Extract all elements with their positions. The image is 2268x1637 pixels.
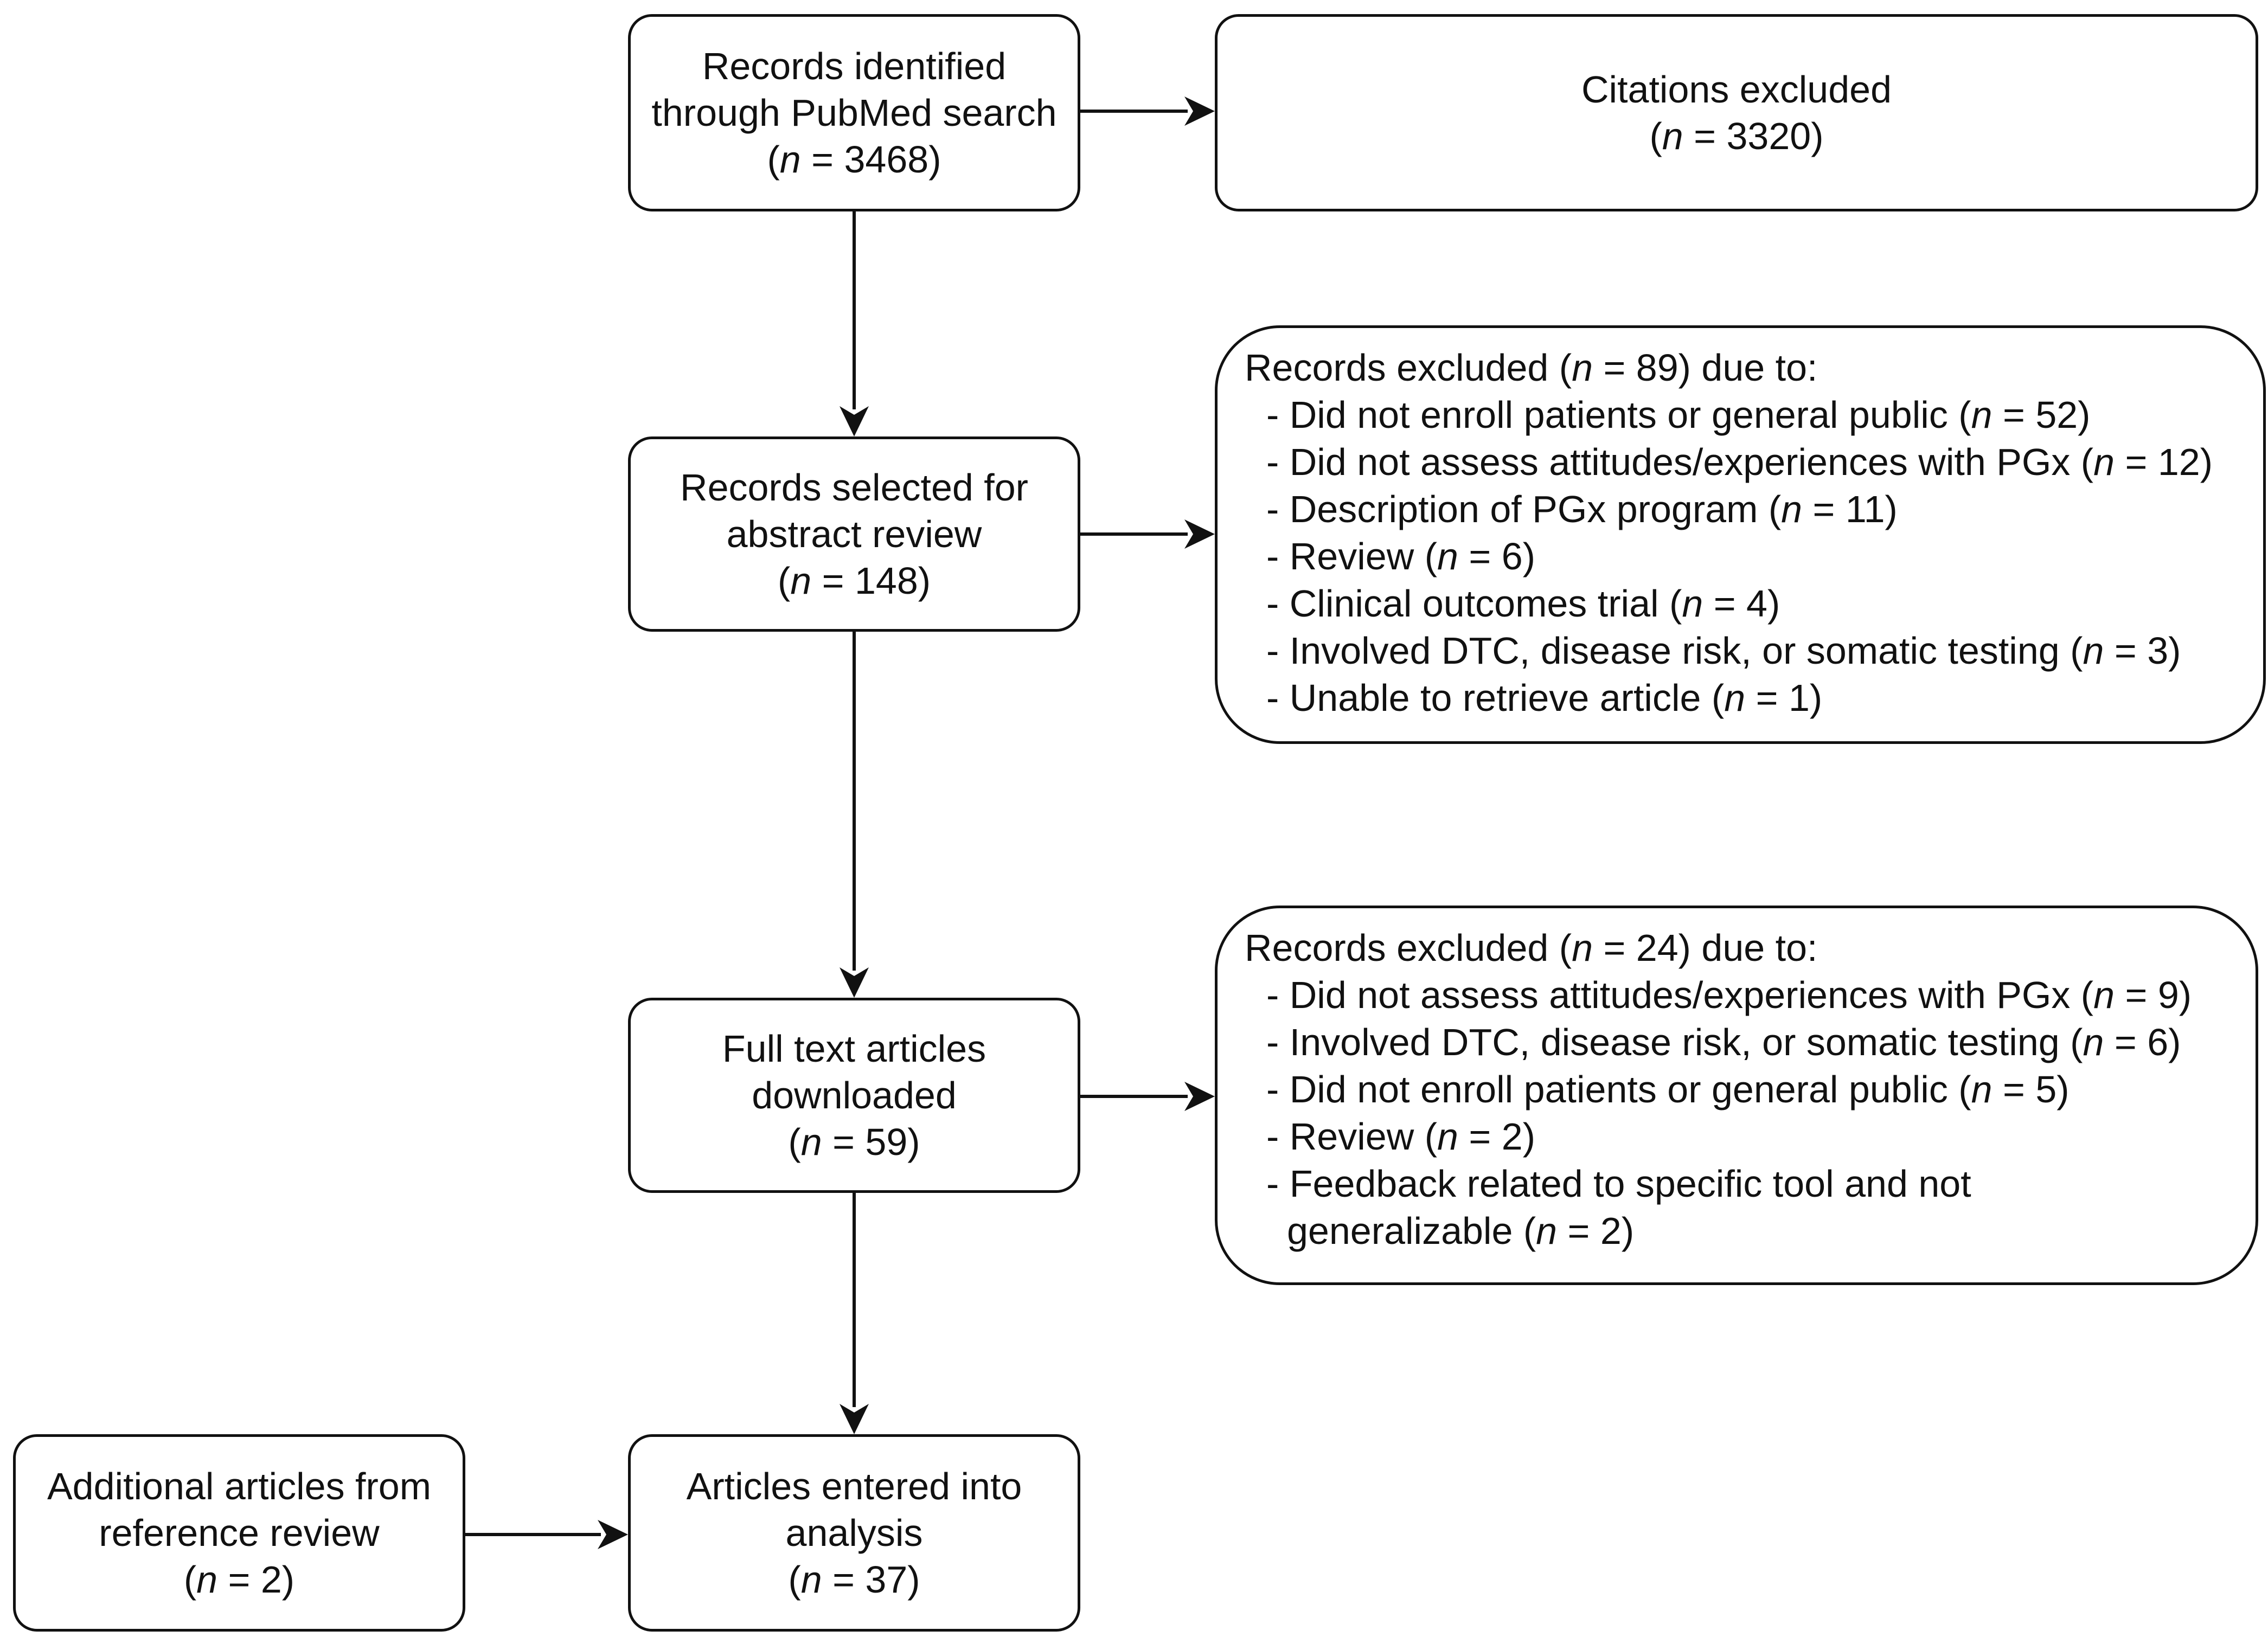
node-line: Records identified <box>702 45 1007 87</box>
excluded-list-item: - Involved DTC, disease risk, or somatic… <box>1266 1021 2181 1063</box>
excluded-list: - Did not enroll patients or general pub… <box>1245 391 2263 722</box>
excluded-list-item: - Involved DTC, disease risk, or somatic… <box>1266 630 2181 672</box>
excluded-list-item-continuation: generalizable (n = 2) <box>1287 1210 1635 1252</box>
node-count: (n = 37) <box>788 1558 920 1601</box>
node-full-text: Full text articles downloaded (n = 59) <box>628 998 1080 1193</box>
arrowhead-excluded-abstract <box>1184 519 1215 549</box>
node-line: through PubMed search <box>651 92 1057 134</box>
node-excluded-fulltext: Records excluded (n = 24) due to: - Did … <box>1215 906 2258 1285</box>
node-line: Records selected for <box>680 466 1028 509</box>
excluded-heading: Records excluded (n = 89) due to: <box>1245 346 1818 389</box>
node-line: Articles entered into <box>686 1465 1022 1507</box>
node-line: analysis <box>785 1512 923 1554</box>
node-line: abstract review <box>726 513 982 555</box>
arrowhead-full-text <box>840 967 869 998</box>
node-articles-analysis-text: Articles entered into analysis (n = 37) <box>687 1463 1022 1603</box>
node-count: (n = 59) <box>788 1121 920 1163</box>
node-citations-excluded-text: Citations excluded (n = 3320) <box>1581 66 1892 159</box>
node-count: (n = 148) <box>777 560 931 602</box>
excluded-list-item: - Clinical outcomes trial (n = 4) <box>1266 582 1780 625</box>
node-additional-articles: Additional articles from reference revie… <box>13 1434 465 1632</box>
node-count: (n = 3320) <box>1649 115 1824 157</box>
node-line: Citations excluded <box>1581 68 1892 111</box>
arrowhead-citations-excluded <box>1184 97 1215 126</box>
node-full-text-text: Full text articles downloaded (n = 59) <box>722 1025 986 1165</box>
excluded-list-item-wrapped: - Feedback related to specific tool and … <box>1266 1160 2256 1255</box>
node-line: Full text articles <box>722 1028 986 1070</box>
node-excluded-fulltext-text: Records excluded (n = 24) due to: - Did … <box>1218 908 2256 1255</box>
arrowhead-from-additional <box>598 1520 628 1549</box>
node-citations-excluded: Citations excluded (n = 3320) <box>1215 14 2258 211</box>
node-excluded-abstract-text: Records excluded (n = 89) due to: - Did … <box>1218 328 2263 722</box>
node-records-identified: Records identified through PubMed search… <box>628 14 1080 211</box>
excluded-list-item: - Review (n = 2) <box>1266 1115 1536 1158</box>
node-excluded-abstract: Records excluded (n = 89) due to: - Did … <box>1215 325 2266 744</box>
excluded-list-item: - Did not assess attitudes/experiences w… <box>1266 441 2213 483</box>
node-line: downloaded <box>752 1074 957 1116</box>
excluded-list: - Did not assess attitudes/experiences w… <box>1245 972 2256 1255</box>
excluded-list-item: - Did not enroll patients or general pub… <box>1266 394 2091 436</box>
excluded-list-item: - Did not enroll patients or general pub… <box>1266 1068 2070 1110</box>
node-abstract-review: Records selected for abstract review (n … <box>628 436 1080 632</box>
excluded-list-item-line: - Feedback related to specific tool and … <box>1266 1163 1971 1205</box>
excluded-list-item: - Did not assess attitudes/experiences w… <box>1266 974 2192 1016</box>
node-articles-analysis: Articles entered into analysis (n = 37) <box>628 1434 1080 1632</box>
node-count: (n = 3468) <box>767 138 941 181</box>
excluded-heading: Records excluded (n = 24) due to: <box>1245 927 1818 969</box>
node-abstract-review-text: Records selected for abstract review (n … <box>680 464 1028 604</box>
excluded-list-item: - Review (n = 6) <box>1266 535 1536 577</box>
node-count: (n = 2) <box>183 1558 295 1601</box>
excluded-list-item: - Description of PGx program (n = 11) <box>1266 488 1898 530</box>
excluded-list-item: - Unable to retrieve article (n = 1) <box>1266 677 1823 719</box>
node-line: reference review <box>99 1512 380 1554</box>
node-additional-articles-text: Additional articles from reference revie… <box>47 1463 431 1603</box>
arrowhead-analysis <box>840 1404 869 1434</box>
node-records-identified-text: Records identified through PubMed search… <box>651 43 1056 183</box>
arrowhead-excluded-fulltext <box>1184 1082 1215 1111</box>
node-line: Additional articles from <box>47 1465 432 1507</box>
arrowhead-abstract-review <box>840 406 869 436</box>
